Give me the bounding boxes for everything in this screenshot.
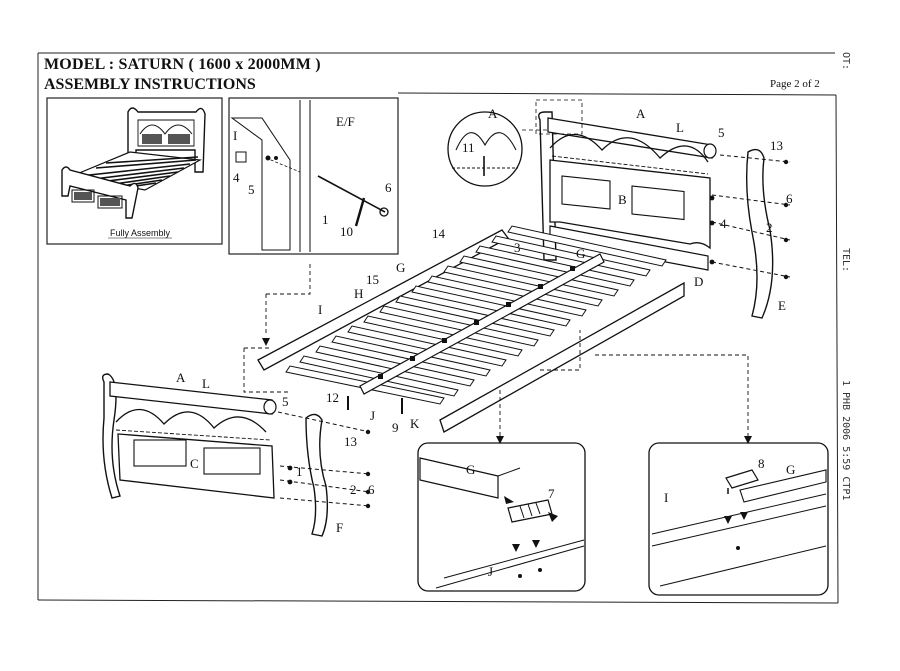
detail-label-5: 5 <box>248 182 255 197</box>
headboard-label-E: E <box>778 298 786 313</box>
footboard-label-L: L <box>202 376 210 391</box>
detail-label-4: 4 <box>233 170 240 185</box>
slat-label-K: K <box>410 416 420 431</box>
detail-label-EF: E/F <box>336 114 355 129</box>
headboard-label-A: A <box>636 106 646 121</box>
clip7-label-J: J <box>488 564 493 579</box>
footboard-label-C: C <box>190 456 199 471</box>
headboard-assembly <box>447 99 791 319</box>
fully-assembly-caption: Fully Assembly <box>110 228 171 238</box>
headboard-label-2: 2 <box>766 220 773 235</box>
clip8-label-G: G <box>786 462 795 477</box>
slat-label-J: J <box>370 408 375 423</box>
footboard-label-6: 6 <box>368 482 375 497</box>
footboard-label-1: 1 <box>296 464 303 479</box>
footboard-assembly <box>101 373 371 537</box>
clip-8-detail-inset <box>648 442 829 596</box>
fax-header-to: OT: <box>840 52 851 71</box>
headboard-label-6: 6 <box>786 191 793 206</box>
zoom-label-A: A <box>488 106 498 121</box>
footboard-label-A: A <box>176 370 186 385</box>
slat-label-I: I <box>318 302 322 317</box>
slat-label-12: 12 <box>326 390 339 405</box>
slat-label-H: H <box>354 286 363 301</box>
footboard-label-2: 2 <box>350 482 357 497</box>
detail-label-1: 1 <box>322 212 329 227</box>
model-title: MODEL : SATURN ( 1600 x 2000MM ) <box>44 56 321 73</box>
slat-label-3: 3 <box>514 240 521 255</box>
detail-label-6: 6 <box>385 180 392 195</box>
fully-assembled-inset <box>46 97 223 245</box>
bolt-detail-inset <box>228 97 399 255</box>
headboard-label-4: 4 <box>720 216 727 231</box>
headboard-label-L: L <box>676 120 684 135</box>
headboard-label-5: 5 <box>718 125 725 140</box>
clip7-label-G: G <box>466 462 475 477</box>
slat-frame <box>243 225 752 444</box>
footboard-label-13: 13 <box>344 434 357 449</box>
assembly-instructions-title: ASSEMBLY INSTRUCTIONS <box>44 76 256 93</box>
clip8-label-I: I <box>664 490 668 505</box>
headboard-label-13: 13 <box>770 138 783 153</box>
slat-label-G-right: G <box>576 246 585 261</box>
slat-label-G-left: G <box>396 260 405 275</box>
zoom-label-11: 11 <box>462 140 475 155</box>
fax-header-tel: TEL: <box>840 248 851 273</box>
detail-label-I: I <box>233 128 237 143</box>
clip7-label-7: 7 <box>548 486 555 501</box>
slat-label-9: 9 <box>392 420 399 435</box>
footboard-label-5: 5 <box>282 394 289 409</box>
headboard-label-D: D <box>694 274 703 289</box>
slat-label-15: 15 <box>366 272 379 287</box>
footboard-label-F: F <box>336 520 343 535</box>
page-number: Page 2 of 2 <box>770 78 820 90</box>
clip-7-detail-inset <box>417 442 586 592</box>
clip8-label-8: 8 <box>758 456 765 471</box>
headboard-label-B: B <box>618 192 627 207</box>
fax-header-timestamp: 1 PHB 2006 5:59 CTP1 <box>840 380 851 501</box>
slat-label-14: 14 <box>432 226 446 241</box>
detail-label-10: 10 <box>340 224 353 239</box>
